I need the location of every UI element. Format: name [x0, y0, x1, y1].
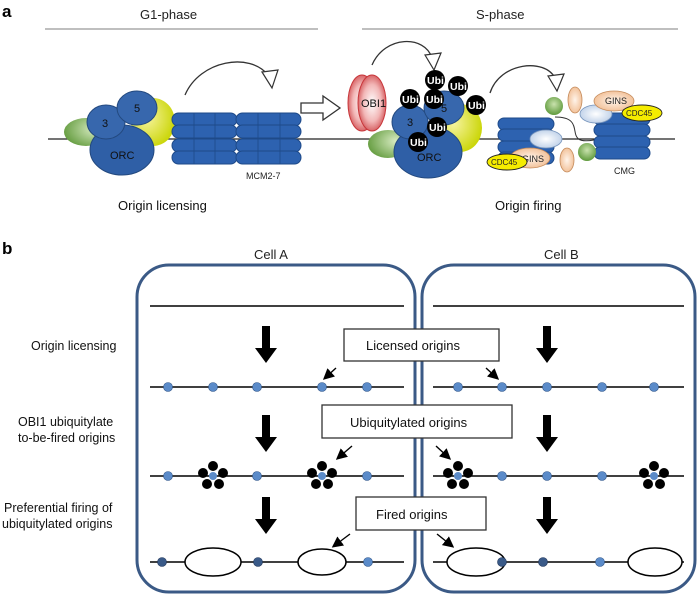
ubiquitylated-origins-box [321, 404, 513, 439]
fired-origins-label: Fired origins [376, 507, 448, 522]
gins-label-bottom: GINS [522, 154, 544, 164]
orc-sub3-label-right: 3 [407, 117, 413, 129]
replication-bubble [627, 547, 683, 577]
orc-sub3-label: 3 [102, 118, 108, 130]
ubiquitylated-origin-cluster [639, 461, 669, 489]
row2-label-line1: OBI1 ubiquitylate [18, 415, 113, 429]
panel-a-letter: a [2, 2, 12, 21]
cmg-complex: GINS CDC45 GINS CDC45 [486, 86, 663, 173]
orc-sub5-label-right: 5 [441, 103, 447, 115]
transition-arrow [300, 94, 342, 122]
ubi-tag: Ubi [402, 94, 419, 106]
fired-origins [157, 547, 683, 577]
row3-label-line2: ubiquitylated origins [2, 517, 113, 531]
cell-a-title: Cell A [254, 247, 288, 262]
s-phase-title: S-phase [476, 7, 524, 22]
caption-origin-licensing: Origin licensing [118, 198, 207, 213]
curved-arrow-obi1 [371, 40, 433, 66]
row2-label-line2: to-be-fired origins [18, 431, 115, 445]
ubi-tag: Ubi [450, 81, 467, 93]
obi1-protein: OBI1 [347, 74, 387, 132]
ubi-tag: Ubi [427, 75, 444, 87]
fired-origins-box [355, 496, 487, 531]
licensed-origins-box [343, 328, 500, 362]
curved-arrow-s [489, 65, 556, 94]
curved-arrow-g1-head [260, 69, 279, 90]
mcm-label: MCM2-7 [246, 171, 281, 181]
replication-bubble [184, 547, 242, 577]
row1-label: Origin licensing [31, 339, 117, 353]
big-down-arrows [255, 326, 558, 534]
curved-arrow-g1 [184, 61, 269, 96]
licensed-origins [163, 382, 659, 392]
caption-origin-firing: Origin firing [495, 198, 561, 213]
mcm-double-hexamer [171, 112, 302, 165]
cell-b-title: Cell B [544, 247, 579, 262]
obi1-label: OBI1 [361, 98, 386, 110]
cdc45-label-top: CDC45 [626, 109, 653, 118]
licensed-origins-label: Licensed origins [366, 338, 460, 353]
orc-complex-left: 3 5 ORC [64, 90, 175, 176]
ubi-tag: Ubi [426, 94, 443, 106]
cdc45-label-bottom: CDC45 [491, 158, 518, 167]
ubiquitylated-origin-cluster [198, 461, 228, 489]
panel-b-letter: b [2, 239, 12, 258]
ubiquitylated-origin-cluster [443, 461, 473, 489]
ubiquitylated-origins-label: Ubiquitylated origins [350, 415, 468, 430]
orc-label-right: ORC [417, 152, 442, 164]
orc-sub5-label: 5 [134, 103, 140, 115]
ubiquitin-tags: Ubi Ubi Ubi Ubi Ubi Ubi Ubi [400, 70, 486, 152]
replication-bubble [446, 547, 506, 577]
orc-subunit-5 [116, 90, 158, 126]
row3-label-line1: Preferential firing of [4, 501, 113, 515]
cmg-label: CMG [614, 166, 635, 176]
orc-complex-right: 3 5 ORC [368, 90, 482, 179]
replication-bubble [297, 548, 347, 576]
ubiquitylated-origin-cluster [307, 461, 337, 489]
g1-phase-title: G1-phase [140, 7, 197, 22]
row2-origins [163, 471, 607, 481]
orc-label-left: ORC [110, 150, 135, 162]
ubi-tag: Ubi [410, 137, 427, 149]
ubi-tag: Ubi [429, 122, 446, 134]
ubi-tag: Ubi [468, 100, 485, 112]
gins-label-top: GINS [605, 96, 627, 106]
